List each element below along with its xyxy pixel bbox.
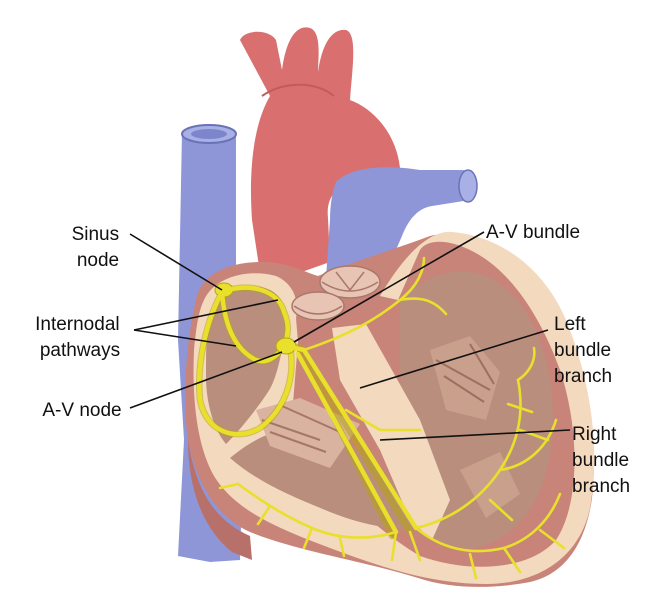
internodal-pathway-posterior xyxy=(197,289,294,437)
leader-internodal-1 xyxy=(133,299,279,331)
pulmonary-artery xyxy=(326,167,478,278)
label-av-node: A-V node xyxy=(42,400,121,421)
label-internodal-pathways: Internodal pathways xyxy=(35,314,125,361)
leader-av-node xyxy=(129,351,283,409)
label-right-bundle-branch: Right bundle branch xyxy=(572,424,634,497)
pulmonary-valve xyxy=(319,265,381,299)
leader-right-bundle-branch xyxy=(379,429,571,441)
av-bundle-path xyxy=(283,343,307,353)
internodal-pathway-anterior xyxy=(219,285,290,349)
interventricular-septum xyxy=(332,324,450,540)
label-av-bundle: A-V bundle xyxy=(486,222,580,243)
leader-av-bundle xyxy=(293,231,485,343)
right-bundle-branch-path xyxy=(295,351,399,535)
aortic-valve xyxy=(291,291,345,321)
internodal-pathway-middle xyxy=(219,289,287,364)
leader-left-bundle-branch xyxy=(359,329,549,389)
leader-internodal-2 xyxy=(133,329,237,347)
aorta xyxy=(240,27,400,286)
leader-lines xyxy=(129,231,571,441)
left-bundle-branch-path xyxy=(301,347,419,531)
leader-sinus-node xyxy=(129,233,223,291)
conduction-system xyxy=(197,256,566,580)
labels: Sinus node Internodal pathways A-V node … xyxy=(35,222,634,497)
label-left-bundle-branch: Left bundle branch xyxy=(554,314,616,387)
label-sinus-node: Sinus node xyxy=(72,224,125,271)
